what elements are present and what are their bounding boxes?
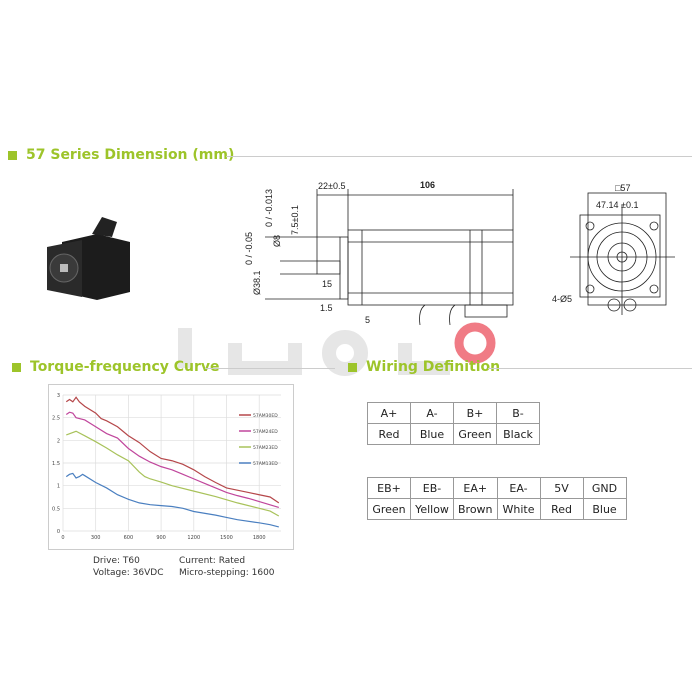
bullet-square bbox=[8, 150, 17, 160]
dim-boss-dia: Ø38.1 bbox=[252, 270, 262, 295]
y-tick-label: 1 bbox=[57, 484, 60, 490]
pin-cell: A- bbox=[410, 402, 454, 424]
dim-key: 15 bbox=[322, 279, 332, 289]
legend-label: 57AM24ED bbox=[253, 429, 278, 435]
divider bbox=[226, 156, 692, 157]
dim-hole-pitch: 47.14 ±0.1 bbox=[596, 200, 638, 210]
y-tick-label: 1.5 bbox=[52, 461, 60, 467]
series-line bbox=[65, 411, 279, 509]
y-tick-label: 3 bbox=[57, 393, 60, 399]
heading-text: Wiring Definition bbox=[366, 359, 501, 375]
color-cell: Red bbox=[539, 498, 584, 520]
watermark-logo bbox=[175, 318, 525, 378]
caption-voltage: Voltage: 36VDC bbox=[93, 568, 164, 578]
dim-flat: 7.5±0.1 bbox=[290, 205, 300, 235]
series-line bbox=[65, 396, 280, 504]
y-tick-label: 0 bbox=[57, 529, 60, 535]
dim-flange: 1.5 bbox=[320, 303, 333, 313]
table-row-pins: EB+ EB- EA+ EA- 5V GND bbox=[367, 477, 627, 499]
motor-photo bbox=[42, 212, 134, 304]
dim-boss-tol: 0 / -0.05 bbox=[244, 232, 254, 265]
gear-icon bbox=[454, 322, 496, 364]
pin-cell: GND bbox=[582, 477, 627, 499]
caption-current: Current: Rated bbox=[179, 556, 246, 566]
x-tick-label: 900 bbox=[156, 535, 166, 541]
y-tick-label: 2 bbox=[57, 438, 60, 444]
color-cell: Brown bbox=[453, 498, 498, 520]
series-line bbox=[66, 430, 280, 517]
table-row-colors: Green Yellow Brown White Red Blue bbox=[367, 498, 627, 520]
y-tick-label: 2.5 bbox=[52, 416, 60, 422]
y-tick-label: 0.5 bbox=[52, 506, 60, 512]
dim-square: □57 bbox=[615, 183, 630, 193]
color-cell: Green bbox=[453, 423, 497, 445]
table-row-colors: Red Blue Green Black bbox=[367, 423, 540, 445]
x-tick-label: 600 bbox=[124, 535, 134, 541]
heading-text: Torque-frequency Curve bbox=[30, 359, 220, 375]
torque-heading: Torque-frequency Curve bbox=[12, 359, 220, 375]
color-cell: Blue bbox=[410, 423, 454, 445]
caption-drive: Drive: T60 bbox=[93, 556, 140, 566]
pin-cell: EA- bbox=[496, 477, 541, 499]
torque-chart: 0 0.5 1 1.5 2 2.5 3 0 300 600 900 1200 1500 1800 57AM3… bbox=[48, 384, 294, 550]
dimension-heading: 57 Series Dimension (mm) bbox=[8, 147, 234, 163]
legend-label: 57AM13ED bbox=[253, 461, 278, 467]
pin-cell: EB+ bbox=[367, 477, 411, 499]
pin-cell: A+ bbox=[367, 402, 411, 424]
x-tick-label: 1200 bbox=[187, 535, 200, 541]
series-line bbox=[65, 472, 279, 528]
x-tick-label: 1800 bbox=[253, 535, 266, 541]
pin-cell: B+ bbox=[453, 402, 497, 424]
x-tick-label: 300 bbox=[91, 535, 101, 541]
heading-text: 57 Series Dimension (mm) bbox=[26, 147, 235, 163]
dimension-drawing: 22±0.5 106 15 1.5 5 7.5±0.1 Ø8 0 / -0.01… bbox=[244, 180, 675, 326]
pin-cell: EB- bbox=[410, 477, 454, 499]
legend-label: 57AM23ED bbox=[253, 445, 278, 451]
table-row-pins: A+ A- B+ B- bbox=[367, 402, 540, 424]
motor-wiring-table: A+ A- B+ B- Red Blue Green Black bbox=[367, 402, 540, 445]
color-cell: Black bbox=[496, 423, 540, 445]
bullet-square bbox=[348, 362, 357, 372]
dim-body-length: 106 bbox=[420, 180, 435, 190]
color-cell: Yellow bbox=[410, 498, 454, 520]
bullet-square bbox=[12, 362, 21, 372]
dim-shaft-length: 22±0.5 bbox=[318, 181, 345, 191]
dim-holes: 4-Ø5 bbox=[552, 294, 572, 304]
divider bbox=[488, 368, 692, 369]
pin-cell: EA+ bbox=[453, 477, 498, 499]
pin-cell: B- bbox=[496, 402, 540, 424]
divider bbox=[205, 368, 335, 369]
pin-cell: 5V bbox=[539, 477, 584, 499]
wiring-heading: Wiring Definition bbox=[348, 359, 500, 375]
color-cell: White bbox=[496, 498, 541, 520]
encoder-wiring-table: EB+ EB- EA+ EA- 5V GND Green Yellow Brow… bbox=[367, 477, 627, 520]
color-cell: Blue bbox=[582, 498, 627, 520]
legend-label: 57AM30ED bbox=[253, 413, 278, 419]
x-tick-label: 1500 bbox=[220, 535, 233, 541]
color-cell: Red bbox=[367, 423, 411, 445]
caption-microstep: Micro-stepping: 1600 bbox=[179, 568, 275, 578]
dim-step: 5 bbox=[365, 315, 370, 325]
x-tick-label: 0 bbox=[61, 535, 64, 541]
dim-shaft-tol: 0 / -0.013 bbox=[264, 189, 274, 227]
dim-shaft-dia: Ø8 bbox=[272, 235, 282, 247]
color-cell: Green bbox=[367, 498, 411, 520]
